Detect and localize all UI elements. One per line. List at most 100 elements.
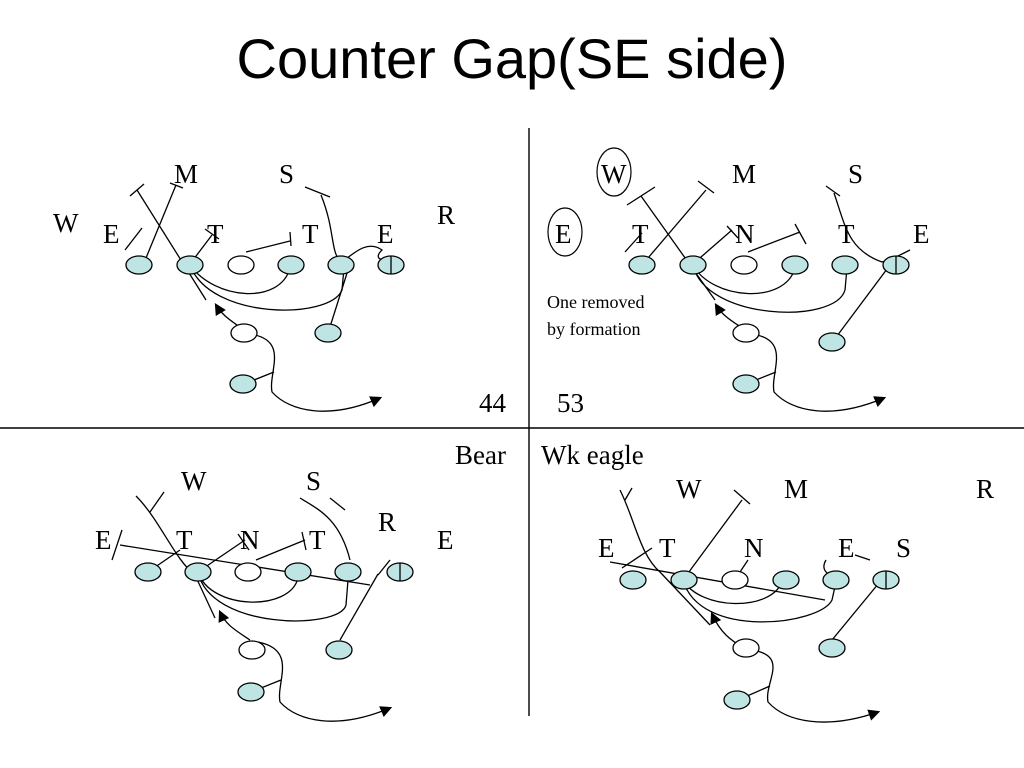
offensive-player [772,570,800,590]
center [721,570,749,590]
running-back [732,374,760,394]
formation-note: by formation [547,319,640,339]
panel-bottom-left: Bear W S R E T N T E [95,440,506,722]
block-path [825,185,841,197]
running-back [818,638,846,658]
front-label: Wk eagle [541,440,644,470]
block-path [682,579,837,623]
block-path [377,559,391,576]
defender-label: N [735,219,755,249]
offensive-player [277,255,305,275]
block-path [124,227,143,251]
offensive-player [284,562,312,582]
block-path [329,497,346,511]
defender-label: E [377,219,394,249]
block-path [189,264,291,295]
quarterback [230,323,258,343]
ball-carrier-path [751,649,881,723]
defender-label: R [976,474,994,504]
defender-label: W [181,466,207,496]
defender-label: N [744,533,764,563]
block-path [739,559,749,573]
block-path [197,571,349,622]
block-path [733,489,751,505]
running-back [229,374,257,394]
panel-top-right: W M S E T N T E One removed by formation… [547,147,930,418]
front-label: Bear [455,440,506,470]
block-path [237,533,250,551]
running-back [237,682,265,702]
defender-label: S [279,159,294,189]
ball-carrier-path [249,333,383,412]
block-path [609,561,826,601]
ball-carrier-path [751,333,887,412]
block-path [682,499,743,581]
defender-label: T [309,525,326,555]
ball-carrier-path [257,641,393,722]
block-path [129,183,145,197]
offensive-player [628,255,656,275]
defender-label: T [207,219,224,249]
defender-label: E [838,533,855,563]
block-path [682,579,783,605]
block-path [304,186,331,198]
circled-defender [547,207,583,257]
block-path [289,231,292,247]
offensive-player [125,255,153,275]
running-back [325,640,353,660]
offensive-player [822,570,850,590]
center [234,562,262,582]
block-path [647,189,707,259]
defender-label: N [240,525,260,555]
slide-title: Counter Gap(SE side) [236,27,788,90]
defender-label: R [437,200,455,230]
defender-label: T [176,525,193,555]
defender-label: S [896,533,911,563]
block-path [145,184,177,259]
block-path [854,554,871,561]
block-path [197,571,299,603]
center [730,255,758,275]
offensive-player [781,255,809,275]
block-path [149,491,165,513]
defender-label: W [676,474,702,504]
front-label: 44 [479,388,507,418]
defender-label: W [601,159,627,189]
offensive-player [679,255,707,275]
formation-note: One removed [547,292,644,312]
defender-label: S [306,466,321,496]
offensive-player [184,562,212,582]
block-path [136,189,207,301]
running-back [314,323,342,343]
block-path [833,264,891,341]
offensive-player [334,562,362,582]
block-path [328,269,349,331]
center [227,255,255,275]
block-path [692,264,848,313]
block-path [204,228,220,240]
defender-label: T [838,219,855,249]
block-path [747,231,801,253]
block-path [135,495,216,619]
offensive-player [670,570,698,590]
running-back [723,690,751,710]
block-path [301,531,307,551]
defender-label: E [555,219,572,249]
block-path [624,232,643,253]
defender-label: T [302,219,319,249]
block-path [624,487,633,501]
defender-label: E [437,525,454,555]
running-back [818,332,846,352]
block-path [697,180,715,194]
defender-label: M [732,159,756,189]
block-path [111,529,123,561]
defender-label: W [53,208,79,238]
panel-top-left: M S W E T T E R 44 [53,159,507,418]
block-path [245,240,291,253]
offensive-player [176,255,204,275]
offensive-player [831,255,859,275]
block-path [833,192,911,263]
circled-defender [596,147,632,197]
quarterback [238,640,266,660]
